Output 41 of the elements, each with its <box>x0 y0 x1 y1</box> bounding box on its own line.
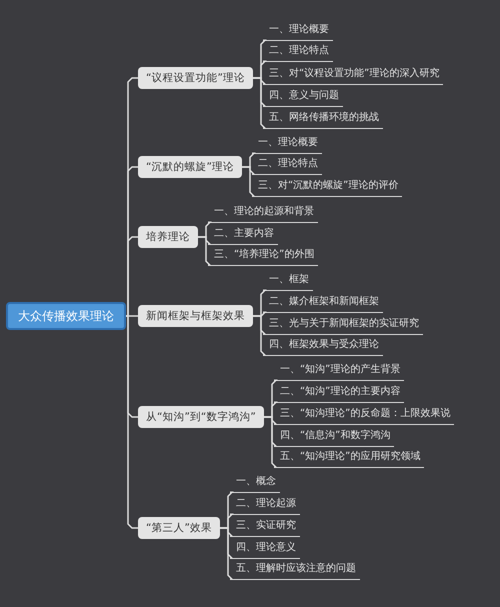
subtopic-text: 四、框架效果与受众理论 <box>263 336 383 356</box>
topic-box: 从“知沟”到“数字鸿沟” <box>138 406 264 428</box>
subtopic-text: 五、网络传播环境的挑战 <box>263 109 383 129</box>
subtopic-text: 二、媒介框架和新闻框架 <box>263 293 383 313</box>
subtopic-text: 二、“知沟”理论的主要内容 <box>274 383 404 403</box>
root-topic-box: 大众传播效果理论 <box>6 302 126 330</box>
subtopic-text: 五、“知沟理论”的应用研究领域 <box>274 448 424 468</box>
subtopic-text: 三、“知沟理论”的反命题：上限效果说 <box>274 405 454 425</box>
subtopic-text: 二、主要内容 <box>208 225 278 245</box>
subtopic-text: 三、光与关于新闻框架的实证研究 <box>263 315 423 335</box>
topic-box: “沉默的螺旋”理论 <box>138 156 242 178</box>
connector-line <box>126 315 138 529</box>
subtopic-text: 四、“信息沟”和数字鸿沟 <box>274 427 394 447</box>
subtopic-text: 一、理论概要 <box>263 21 333 41</box>
connector-line <box>264 416 278 468</box>
subtopic-text: 二、理论特点 <box>263 42 333 62</box>
connector-line <box>242 166 256 197</box>
subtopic-text: 三、实证研究 <box>230 517 300 537</box>
connector-line <box>253 315 267 356</box>
connector-line <box>126 236 138 317</box>
topic-box: 新闻框架与框架效果 <box>138 305 253 327</box>
subtopic-text: 二、理论起源 <box>230 495 300 515</box>
subtopic-text: 二、理论特点 <box>252 155 322 175</box>
connector-line <box>253 77 267 129</box>
connector-line <box>126 315 138 317</box>
subtopic-text: 三、“培养理论”的外围 <box>208 246 318 266</box>
topic-box: “第三人”效果 <box>138 517 220 539</box>
topic-box: “议程设置功能”理论 <box>138 67 253 89</box>
subtopic-text: 四、理论意义 <box>230 539 300 559</box>
subtopic-text: 四、意义与问题 <box>263 87 343 107</box>
subtopic-text: 五、理解时应该注意的问题 <box>230 560 360 580</box>
topic-box: 培养理论 <box>138 226 198 248</box>
subtopic-text: 一、概念 <box>230 473 280 493</box>
subtopic-text: 一、“知沟”理论的产生背景 <box>274 361 404 381</box>
subtopic-text: 三、对“沉默的螺旋”理论的评价 <box>252 177 402 197</box>
subtopic-text: 一、理论概要 <box>252 134 322 154</box>
connector-line <box>220 527 234 580</box>
subtopic-text: 一、框架 <box>263 271 313 291</box>
subtopic-text: 三、对“议程设置功能”理论的深入研究 <box>263 65 444 85</box>
subtopic-text: 一、理论的起源和背景 <box>208 203 318 223</box>
connector-line <box>198 236 212 266</box>
